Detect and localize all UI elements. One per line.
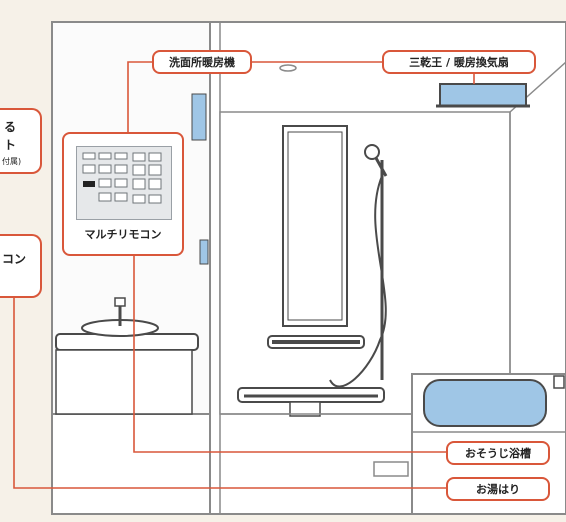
- ceiling-light: [279, 64, 297, 72]
- mirror-inner: [287, 131, 343, 321]
- connector-lines: [13, 61, 475, 489]
- label-bathroom-dryer: 三乾王 / 暖房換気扇: [382, 50, 536, 74]
- connector-cleaning: [133, 256, 446, 453]
- shower-handle: [374, 157, 388, 177]
- label-cut-top-left: る ト 付属): [0, 108, 42, 174]
- remote-buttons: [82, 152, 162, 204]
- connector-hot-water: [13, 298, 446, 489]
- cut-mid-left-text: コン: [2, 252, 27, 266]
- cut-top-left-line1: る: [4, 120, 17, 134]
- cut-top-left-small: 付属): [2, 157, 22, 166]
- faucet-head: [114, 297, 126, 307]
- connector-heater: [127, 61, 152, 132]
- washroom-heater: [191, 93, 207, 141]
- label-multi-remote: マルチリモコン: [84, 228, 162, 241]
- label-cut-mid-left: コン: [0, 234, 42, 298]
- bath-wall-remote: [199, 239, 209, 265]
- vanity-cabinet: [55, 349, 193, 415]
- shower-hose: [329, 175, 387, 388]
- bathtub-water: [423, 379, 547, 427]
- wall-knob: [553, 375, 565, 389]
- counter-bracket: [289, 401, 321, 417]
- drain-plate: [373, 461, 409, 477]
- cut-top-left-line2: ト: [4, 138, 17, 152]
- remote-screen: [76, 146, 172, 220]
- label-cleaning-bathtub: おそうじ浴槽: [446, 441, 550, 465]
- label-hot-water-fill: お湯はり: [446, 477, 550, 501]
- multi-remote-card: マルチリモコン: [62, 132, 184, 256]
- dryer-unit: [439, 83, 527, 107]
- shower-head: [364, 144, 380, 160]
- label-washroom-heater: 洗面所暖房機: [152, 50, 252, 74]
